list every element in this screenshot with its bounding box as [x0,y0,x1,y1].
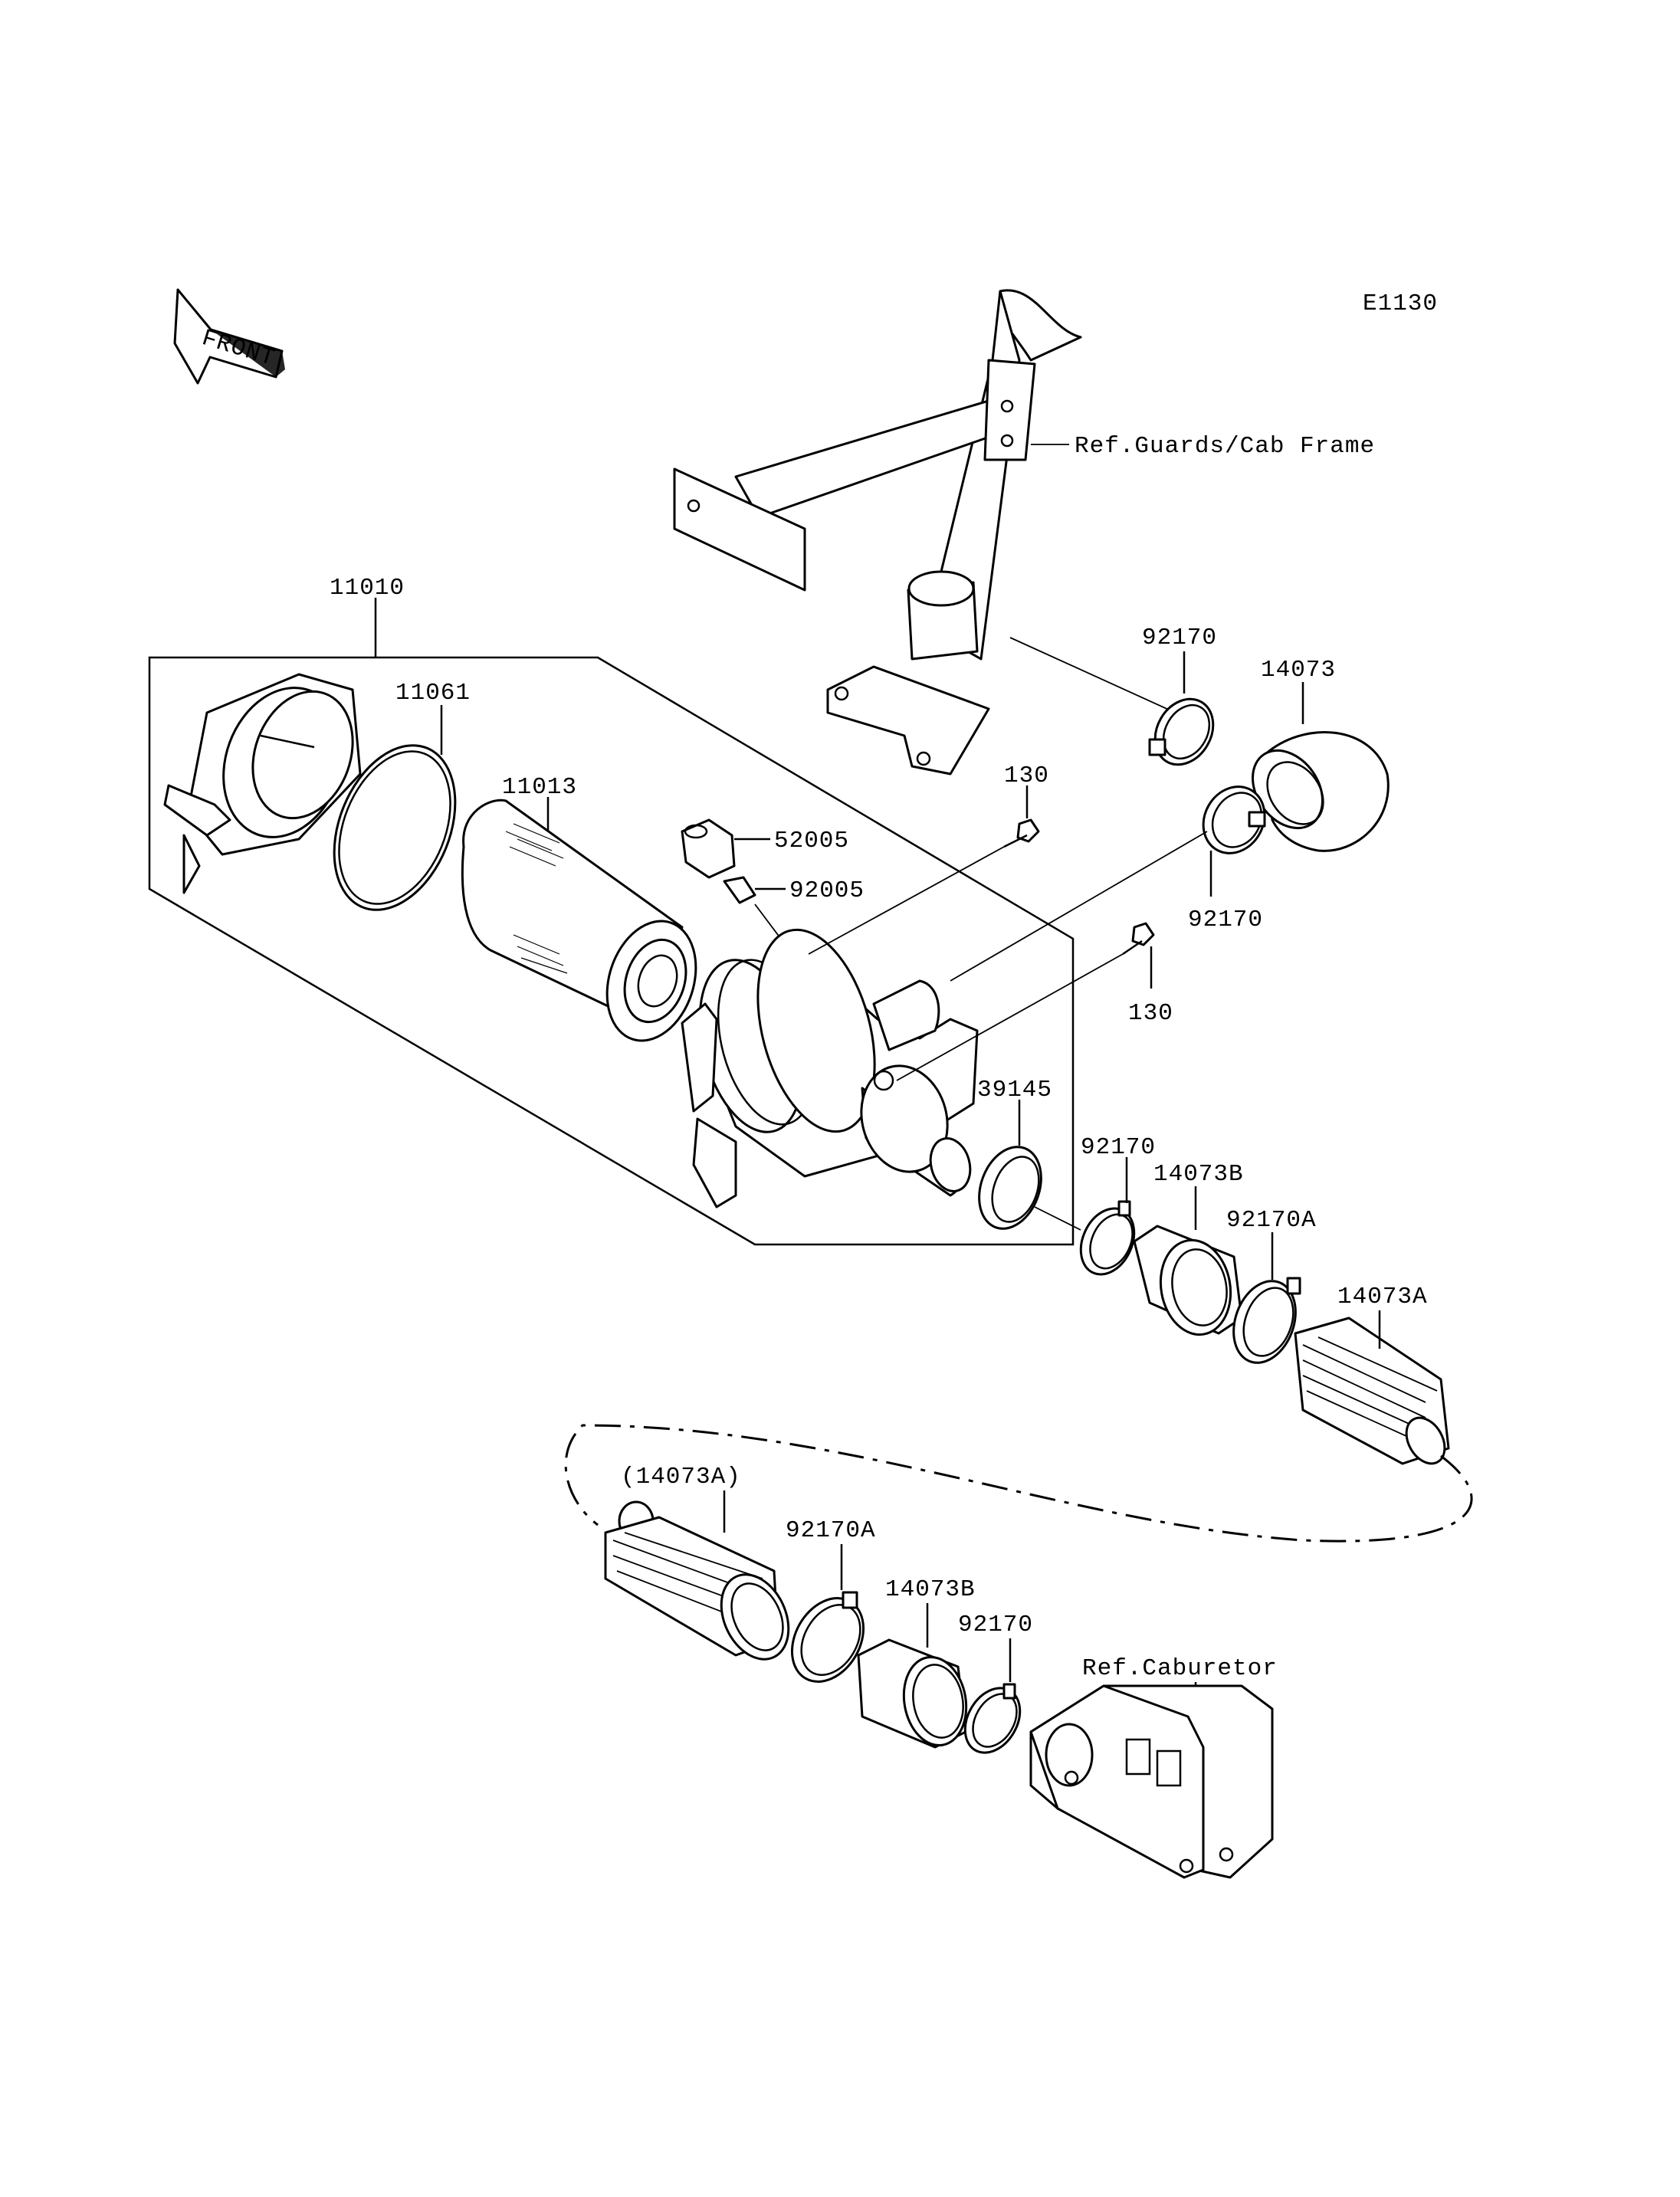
label-92170-upper: 92170 [1142,625,1217,651]
intake-duct-14073 [1252,730,1390,852]
clamp-92170-lower [963,1683,1022,1754]
guards-cab-frame [673,289,1180,776]
label-14073B-lower: 14073B [885,1576,976,1603]
carburetor-housing [1029,1684,1274,1879]
boot-14073B-lower [857,1638,968,1749]
label-92170-right: 92170 [1081,1134,1156,1161]
part-52005 [681,818,736,879]
continuation-dashed-line [564,1424,1473,1543]
label-14073A-ref: (14073A) [621,1464,741,1490]
air-cleaner-housing [681,928,979,1208]
boot-14073A [1294,1317,1450,1465]
ring-39145 [978,1146,1042,1230]
front-arrow-icon: FRONT [173,288,285,385]
label-14073A: 14073A [1337,1284,1428,1310]
label-92170A-lower: 92170A [786,1517,876,1544]
clamp-92170A [1232,1277,1301,1364]
bolt-130-lower [1122,922,1155,956]
ref-carburetor-label: Ref.Caburetor [1082,1655,1278,1682]
air-cleaner-cover [163,673,362,894]
label-11061: 11061 [395,680,471,707]
clamp-92170-upper [1148,697,1215,766]
label-92005: 92005 [789,877,865,904]
diagram-code: E1130 [1363,290,1438,317]
clamp-92170-right [1079,1200,1136,1276]
label-92170A: 92170A [1226,1207,1317,1234]
label-52005: 52005 [774,828,849,854]
label-92170-mid: 92170 [1188,907,1263,933]
label-11010: 11010 [330,575,405,602]
label-39145: 39145 [977,1077,1052,1103]
o-ring-11061 [333,744,457,911]
boot-14073A-lower [604,1500,790,1661]
ref-guards-frame-label: Ref.Guards/Cab Frame [1075,433,1375,460]
bolt-130-upper [1003,818,1040,848]
assembly-outline [148,656,1075,1246]
clamp-92170-mid [1202,785,1266,854]
label-130-lower: 130 [1128,1000,1173,1027]
boot-14073B [1133,1225,1243,1336]
part-92005 [723,876,756,904]
label-130-upper: 130 [1004,762,1049,789]
label-11013: 11013 [502,774,577,801]
filter-element-11013 [461,798,697,1042]
label-14073B: 14073B [1153,1161,1244,1188]
label-14073: 14073 [1261,657,1336,684]
label-92170-lower: 92170 [958,1612,1033,1638]
clamp-92170A-lower [790,1591,865,1683]
